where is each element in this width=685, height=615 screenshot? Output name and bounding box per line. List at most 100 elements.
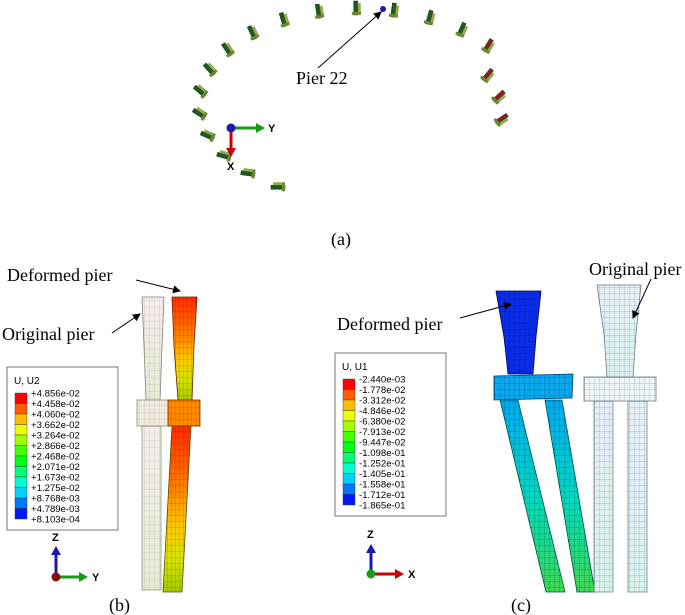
legend-band <box>14 434 28 446</box>
legend-band <box>14 476 28 488</box>
pier-glyph <box>388 2 400 18</box>
deformed-pier-b <box>162 296 201 593</box>
pier-glyph <box>479 67 495 84</box>
legend-band <box>14 445 28 457</box>
legend-value: +8.768e-03 <box>31 494 80 505</box>
legend-value: +4.060e-02 <box>31 410 80 421</box>
legend-band <box>342 389 356 401</box>
pier-glyph <box>278 11 290 28</box>
legend-c-values: -2.440e-03-1.778e-02-3.312e-02-4.846e-02… <box>359 375 405 512</box>
pier-22-leader <box>317 11 382 69</box>
triad-b-z-label: Z <box>52 532 59 544</box>
legend-b-title: U, U2 <box>14 376 40 387</box>
axis-triad-b: Z Y <box>51 532 100 584</box>
pier-ring <box>191 0 509 192</box>
legend-band <box>342 378 356 390</box>
panel-c: Original pier Deformed pier U, U1 -2.440… <box>334 259 681 615</box>
pier-glyph <box>455 21 469 38</box>
legend-band <box>342 483 356 495</box>
legend-band <box>342 399 356 411</box>
legend-c: U, U1 -2.440e-03-1.778e-02-3.312e-02-4.8… <box>334 352 447 517</box>
legend-b: U, U2 +4.856e-02+4.458e-02+4.060e-02+3.6… <box>6 366 119 531</box>
legend-band <box>342 462 356 474</box>
triad-a-y-label: Y <box>268 123 276 135</box>
legend-band <box>14 455 28 467</box>
legend-value: +1.673e-02 <box>31 473 80 484</box>
original-pier-b-leader <box>111 313 141 334</box>
legend-value: +2.071e-02 <box>31 462 80 473</box>
legend-band <box>342 420 356 432</box>
triad-c-z-label: Z <box>367 529 374 541</box>
original-pier-b-label: Original pier <box>2 324 94 344</box>
legend-value: -2.440e-03 <box>359 375 405 386</box>
origin-marker <box>226 123 236 133</box>
pier-glyph <box>216 149 232 162</box>
deformed-pier-c <box>493 290 596 593</box>
pier-glyph <box>480 38 495 55</box>
legend-value: -1.405e-01 <box>359 469 405 480</box>
z-axis-arrowhead <box>366 544 376 553</box>
legend-value: -1.778e-02 <box>359 385 405 396</box>
pier-glyph <box>202 62 218 78</box>
legend-band <box>342 494 356 506</box>
legend-band <box>14 424 28 436</box>
pier-glyph <box>240 167 256 179</box>
legend-c-bands <box>342 378 356 506</box>
original-pier-c <box>583 284 657 593</box>
original-pier-c-leader <box>632 278 652 319</box>
x-axis-arrowhead <box>226 148 236 157</box>
panel-b: Deformed pier Original pier U, U2 +4.856… <box>2 265 201 615</box>
pier-glyph <box>490 89 506 105</box>
legend-band <box>14 466 28 478</box>
legend-value: -1.252e-01 <box>359 459 405 470</box>
triad-a-x-label: X <box>227 161 235 173</box>
pier-glyph <box>221 42 236 58</box>
legend-band <box>14 403 28 415</box>
legend-b-bands <box>14 392 28 520</box>
pier-glyph <box>493 112 509 127</box>
legend-band <box>342 452 356 464</box>
legend-value: +1.275e-02 <box>31 483 80 494</box>
pier-glyph <box>314 3 325 19</box>
y-axis-arrowhead <box>256 123 265 133</box>
y-axis-arrowhead <box>79 572 88 582</box>
legend-value: +4.856e-02 <box>31 389 80 400</box>
caption-b: (b) <box>109 595 130 615</box>
triad-b-y-label: Y <box>92 572 100 584</box>
legend-value: -1.865e-01 <box>359 501 405 512</box>
deformed-pier-c-leader <box>459 301 512 319</box>
z-axis-arrowhead <box>51 546 61 555</box>
panel-a: Pier 22 Y X (a) <box>191 0 509 250</box>
legend-band <box>14 413 28 425</box>
x-axis-arrowhead <box>395 569 404 579</box>
legend-value: +8.103e-04 <box>31 515 80 526</box>
pier-glyph <box>246 25 260 41</box>
legend-value: -6.380e-02 <box>359 417 405 428</box>
legend-band <box>14 392 28 404</box>
legend-value: +2.866e-02 <box>31 441 80 452</box>
legend-value: -1.098e-01 <box>359 448 405 459</box>
pier-glyph <box>191 106 208 121</box>
deformed-pier-c-label: Deformed pier <box>337 314 442 334</box>
legend-band <box>342 431 356 443</box>
original-pier-c-label: Original pier <box>589 259 681 279</box>
origin-marker <box>366 569 376 579</box>
pier-22-marker <box>380 6 386 12</box>
legend-value: +3.662e-02 <box>31 420 80 431</box>
legend-value: +4.789e-03 <box>31 504 80 515</box>
legend-band <box>14 497 28 509</box>
deformed-pier-b-leader <box>135 279 181 294</box>
legend-value: -3.312e-02 <box>359 396 405 407</box>
pier-glyph <box>192 84 209 99</box>
origin-marker <box>51 572 61 582</box>
legend-band <box>14 487 28 499</box>
caption-c: (c) <box>511 595 531 615</box>
legend-band <box>342 441 356 453</box>
legend-b-values: +4.856e-02+4.458e-02+4.060e-02+3.662e-02… <box>31 389 80 526</box>
axis-triad-a: Y X <box>226 123 276 173</box>
pier-22-label: Pier 22 <box>296 68 348 88</box>
legend-value: +2.468e-02 <box>31 452 80 463</box>
legend-value: -4.846e-02 <box>359 406 405 417</box>
pier-glyph <box>270 182 286 192</box>
